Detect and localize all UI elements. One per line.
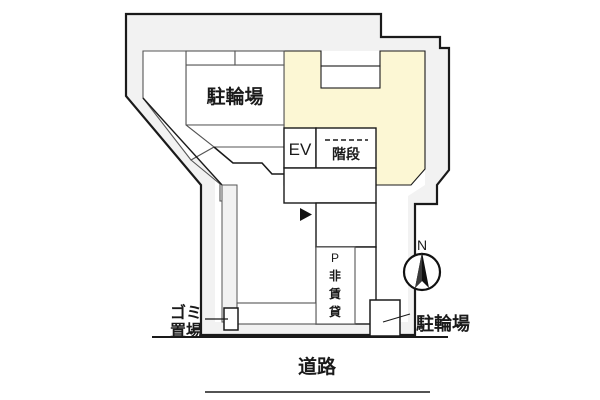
entrance-arrow-icon [300,208,312,221]
bottom-left-open-strip [236,302,317,325]
bicycle-parking-upper-block [184,50,285,148]
label-road: 道路 [298,355,337,378]
label-compass-north: N [417,237,427,253]
bicycle-lower-leader-line [382,313,411,323]
central-driveway [315,202,377,325]
label-bicycle-parking-lower: 駐輪場 [416,313,470,335]
label-parking-nonrental-char-3: 貸 [329,304,341,319]
label-bicycle-parking-upper: 駐輪場 [206,85,263,108]
core-ev-stairs [283,127,377,204]
label-garbage-area: ゴミ 置場 [170,303,202,340]
lot-left-wall-band [221,184,238,323]
compass-rose-icon [402,252,442,292]
label-elevator: EV [289,140,312,159]
lot-edge-diagonal-inner [142,97,223,186]
label-garbage-area-line1: ゴミ [170,303,202,322]
building-notch-white [320,65,381,89]
label-parking-nonrental: P 非 賃 貸 [328,251,341,319]
label-parking-nonrental-char-1: 非 [329,268,341,283]
mid-diagonal-walk [213,146,284,175]
label-parking-nonrental-char-0: P [331,251,339,265]
label-garbage-area-line2: 置場 [170,321,202,340]
label-stairs: 階段 [332,146,360,163]
label-parking-nonrental-char-2: 賃 [328,286,341,301]
